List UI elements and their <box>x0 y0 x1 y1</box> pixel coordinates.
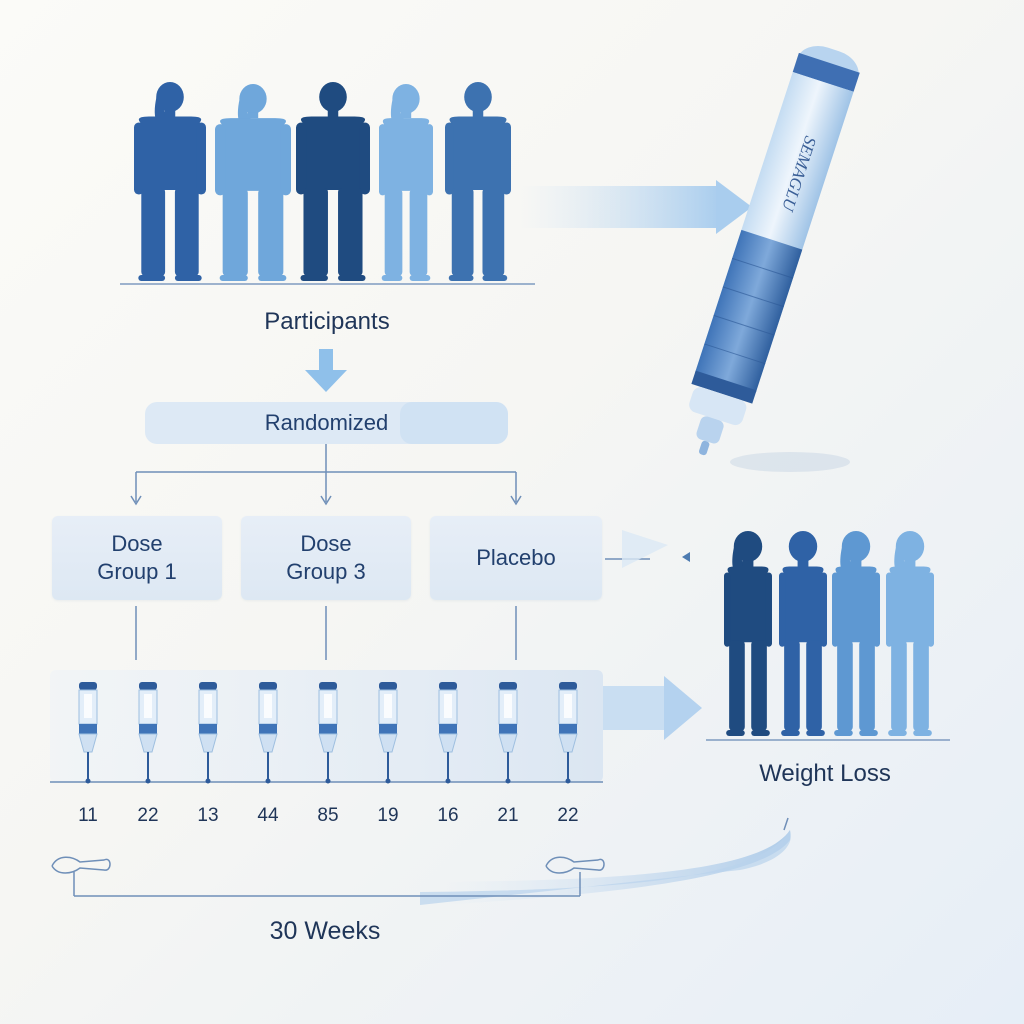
vial-icon <box>78 682 98 784</box>
weight-loss-group <box>724 531 934 736</box>
participants-group <box>134 82 511 281</box>
randomized-label: Randomized <box>264 410 389 435</box>
down-arrow-icon <box>305 349 347 392</box>
group-box-dose-3: Dose Group 3 <box>241 516 411 600</box>
placebo-connector <box>605 530 690 568</box>
participant-figure <box>215 84 291 281</box>
group-box-placebo: Placebo <box>430 516 602 600</box>
arrow-to-pen <box>520 180 752 234</box>
participant-figure <box>134 82 206 281</box>
participants-label: Participants <box>264 308 390 335</box>
participant-figure <box>379 84 433 281</box>
group-box-dose-1: Dose Group 1 <box>52 516 222 600</box>
timeline-label: 16 <box>437 805 459 826</box>
weight-loss-figure <box>779 531 827 736</box>
vial-icon <box>438 682 458 784</box>
randomization-branches <box>130 444 522 506</box>
participant-figure <box>296 82 370 281</box>
vial-icon <box>378 682 398 784</box>
left-pen-icon <box>51 856 111 874</box>
vial-icon <box>318 682 338 784</box>
vial-icon <box>498 682 518 784</box>
timeline-label: 11 <box>78 805 98 826</box>
duration-bracket <box>51 817 791 905</box>
vial-icon <box>558 682 578 784</box>
timeline-label: 22 <box>557 805 579 826</box>
vials-row <box>78 682 578 784</box>
timeline-label: 13 <box>197 805 219 826</box>
weight-loss-label: Weight Loss <box>759 760 891 787</box>
vial-icon <box>258 682 278 784</box>
vial-icon <box>138 682 158 784</box>
timeline-label: 85 <box>317 805 339 826</box>
weight-loss-figure <box>886 531 934 736</box>
duration-label: 30 Weeks <box>269 917 381 945</box>
timeline-label: 19 <box>377 805 399 826</box>
timeline-label: 44 <box>257 805 279 826</box>
weight-loss-figure <box>724 531 772 736</box>
vial-icon <box>198 682 218 784</box>
arrow-to-weight-loss <box>603 676 702 740</box>
timeline-label: 22 <box>137 805 159 826</box>
injection-pen: SEMAGLU <box>689 46 860 456</box>
participant-figure <box>445 82 511 281</box>
weight-loss-figure <box>832 531 880 736</box>
group-connectors <box>135 606 517 660</box>
right-pen-icon <box>545 856 605 874</box>
timeline-label: 21 <box>497 805 519 826</box>
